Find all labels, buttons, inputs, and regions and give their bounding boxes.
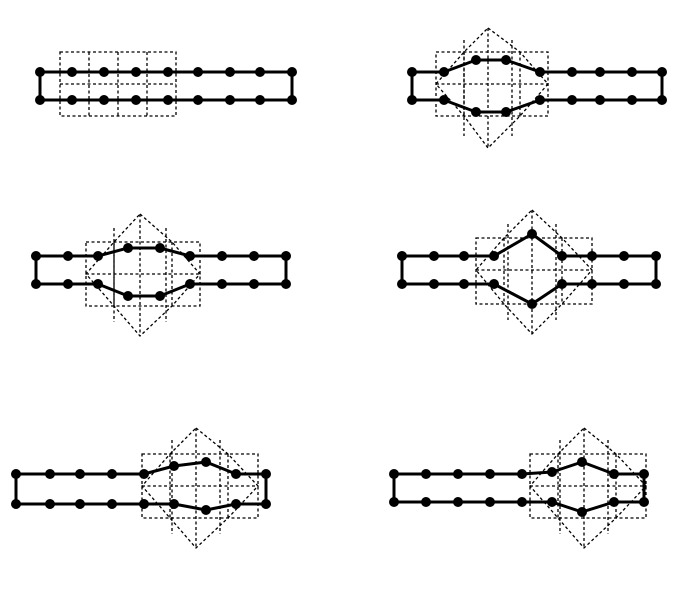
nodes: [389, 457, 649, 517]
nodes: [31, 243, 291, 301]
dotted-window: [475, 209, 593, 335]
dotted-window: [529, 427, 647, 549]
dotted-window: [85, 213, 201, 337]
dotted-window: [435, 27, 549, 149]
panel-d: [397, 209, 661, 335]
dotted-window: [141, 427, 259, 549]
dotted-window: [59, 51, 177, 117]
nodes: [407, 55, 667, 117]
panel-b: [407, 27, 667, 149]
nodes: [35, 67, 297, 105]
panel-a: [35, 51, 297, 117]
ladder: [34, 246, 288, 298]
ladder: [400, 232, 658, 306]
nodes: [11, 457, 271, 515]
nodes: [397, 229, 661, 309]
panel-f: [389, 427, 649, 549]
panel-e: [11, 427, 271, 549]
panel-c: [31, 213, 291, 337]
ladder: [410, 58, 664, 114]
